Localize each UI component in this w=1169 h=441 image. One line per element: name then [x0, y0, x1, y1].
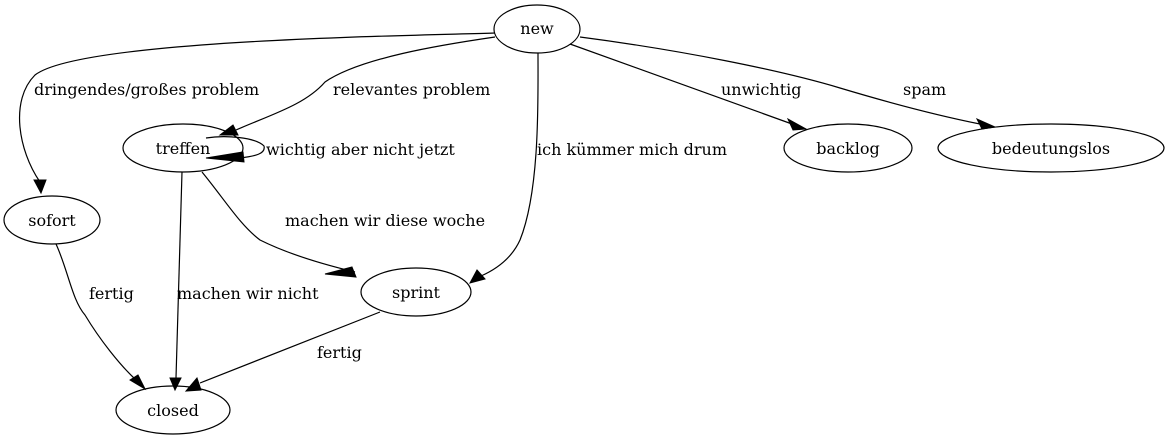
arrowhead	[33, 179, 47, 195]
node-treffen: treffen	[122, 123, 244, 173]
edge-label: machen wir nicht	[177, 284, 319, 303]
arrowhead	[205, 151, 245, 163]
node-shape	[122, 123, 244, 173]
node-label: closed	[147, 401, 199, 420]
node-label: new	[520, 19, 554, 38]
node-bedeutungslos: bedeutungslos	[937, 123, 1165, 173]
edge-label: ich kümmer mich drum	[537, 140, 727, 159]
edge-label: machen wir diese woche	[285, 211, 485, 230]
edge-treffen-closed: machen wir nicht	[169, 171, 319, 392]
edge-new-sprint: ich kümmer mich drum	[469, 52, 727, 284]
edge-treffen-sprint: machen wir diese woche	[201, 171, 485, 278]
edge-new-sofort: dringendes/großes problem	[18, 32, 496, 195]
edge-line	[18, 32, 496, 183]
edge-line	[205, 136, 265, 159]
node-shape	[493, 4, 581, 54]
edge-label: fertig	[317, 343, 362, 362]
edge-line	[199, 311, 381, 384]
node-shape	[783, 123, 913, 173]
node-closed: closed	[115, 385, 231, 435]
edge-line	[579, 36, 981, 125]
arrowhead	[169, 377, 182, 392]
node-shape	[360, 267, 472, 317]
edge-label: relevantes problem	[333, 80, 490, 99]
edge-label: unwichtig	[721, 80, 801, 99]
edge-line	[55, 243, 136, 380]
node-backlog: backlog	[783, 123, 913, 173]
edge-label: dringendes/großes problem	[34, 80, 259, 99]
node-shape	[937, 123, 1165, 173]
edge-line	[235, 36, 496, 131]
node-label: treffen	[156, 139, 211, 158]
node-shape	[115, 385, 231, 435]
node-label: sprint	[392, 283, 441, 302]
edge-label: fertig	[89, 284, 134, 303]
edge-line	[201, 171, 356, 273]
node-label: backlog	[816, 139, 879, 158]
arrowhead	[218, 124, 239, 136]
edge-treffen-treffen: wichtig aber nicht jetzt	[205, 136, 455, 163]
edge-line	[480, 52, 539, 277]
node-shape	[3, 195, 101, 245]
arrowhead	[786, 117, 808, 131]
node-sprint: sprint	[360, 267, 472, 317]
node-sofort: sofort	[3, 195, 101, 245]
arrowhead	[469, 269, 486, 284]
edge-label: wichtig aber nicht jetzt	[266, 140, 455, 159]
edge-new-backlog: unwichtig	[569, 43, 808, 131]
edge-line	[569, 43, 793, 125]
arrowhead	[324, 266, 357, 278]
node-new: new	[493, 4, 581, 54]
edge-label: spam	[903, 80, 946, 99]
arrowhead	[129, 374, 147, 391]
edge-new-treffen: relevantes problem	[218, 36, 496, 136]
edge-line	[175, 171, 183, 379]
node-label: bedeutungslos	[992, 139, 1110, 158]
node-label: sofort	[28, 211, 76, 230]
edge-new-bedeutungslos: spam	[579, 36, 997, 130]
edge-sofort-closed: fertig	[55, 243, 147, 391]
edge-sprint-closed: fertig	[184, 311, 381, 392]
